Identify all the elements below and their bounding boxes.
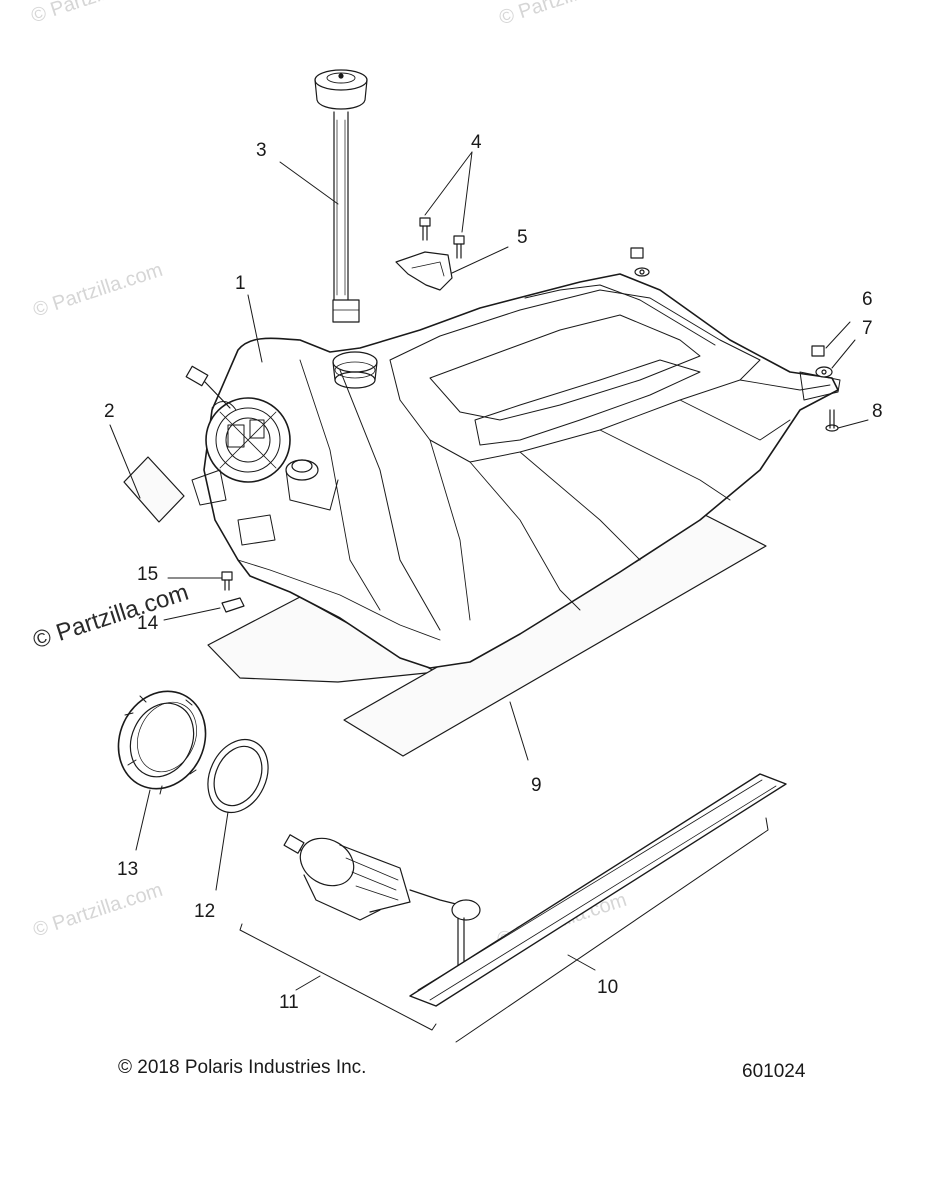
fuel-pump-part: [283, 834, 481, 977]
bracket-part: [395, 251, 453, 291]
washer-part: [815, 366, 833, 378]
callout-14: 14: [137, 613, 159, 634]
clip-part: [221, 597, 245, 613]
nut-part: [811, 345, 825, 357]
copyright-text: © 2018 Polaris Industries Inc.: [118, 1057, 367, 1078]
foam-strip-part: [409, 773, 787, 1007]
seal-part: [207, 738, 269, 814]
callout-7: 7: [862, 318, 873, 339]
fuel-tank-part: [185, 273, 841, 669]
callout-2: 2: [104, 401, 115, 422]
pad-label-part: [123, 456, 185, 523]
screw-part: [825, 409, 839, 432]
tank-pad-part: [207, 514, 767, 757]
fuel-gauge-part: [314, 69, 368, 323]
callout-1: 1: [235, 273, 246, 294]
bolt-part: [419, 217, 465, 259]
callout-9: 9: [531, 775, 542, 796]
nut-washer-part: [630, 247, 650, 277]
leader-lines: [109, 151, 869, 991]
callout-4: 4: [471, 132, 482, 153]
diagram-number: 601024: [742, 1061, 806, 1082]
callout-13: 13: [117, 859, 139, 880]
callout-12: 12: [194, 901, 216, 922]
lock-ring-part: [117, 690, 207, 795]
callout-15: 15: [137, 564, 159, 585]
callout-11: 11: [279, 992, 299, 1013]
callout-10: 10: [597, 977, 619, 998]
bracket-line-11: [239, 923, 437, 1031]
callout-8: 8: [872, 401, 883, 422]
bracket-line-10: [455, 817, 769, 1043]
callout-3: 3: [256, 140, 267, 161]
screw-part: [221, 571, 233, 591]
callout-6: 6: [862, 289, 873, 310]
callout-5: 5: [517, 227, 528, 248]
